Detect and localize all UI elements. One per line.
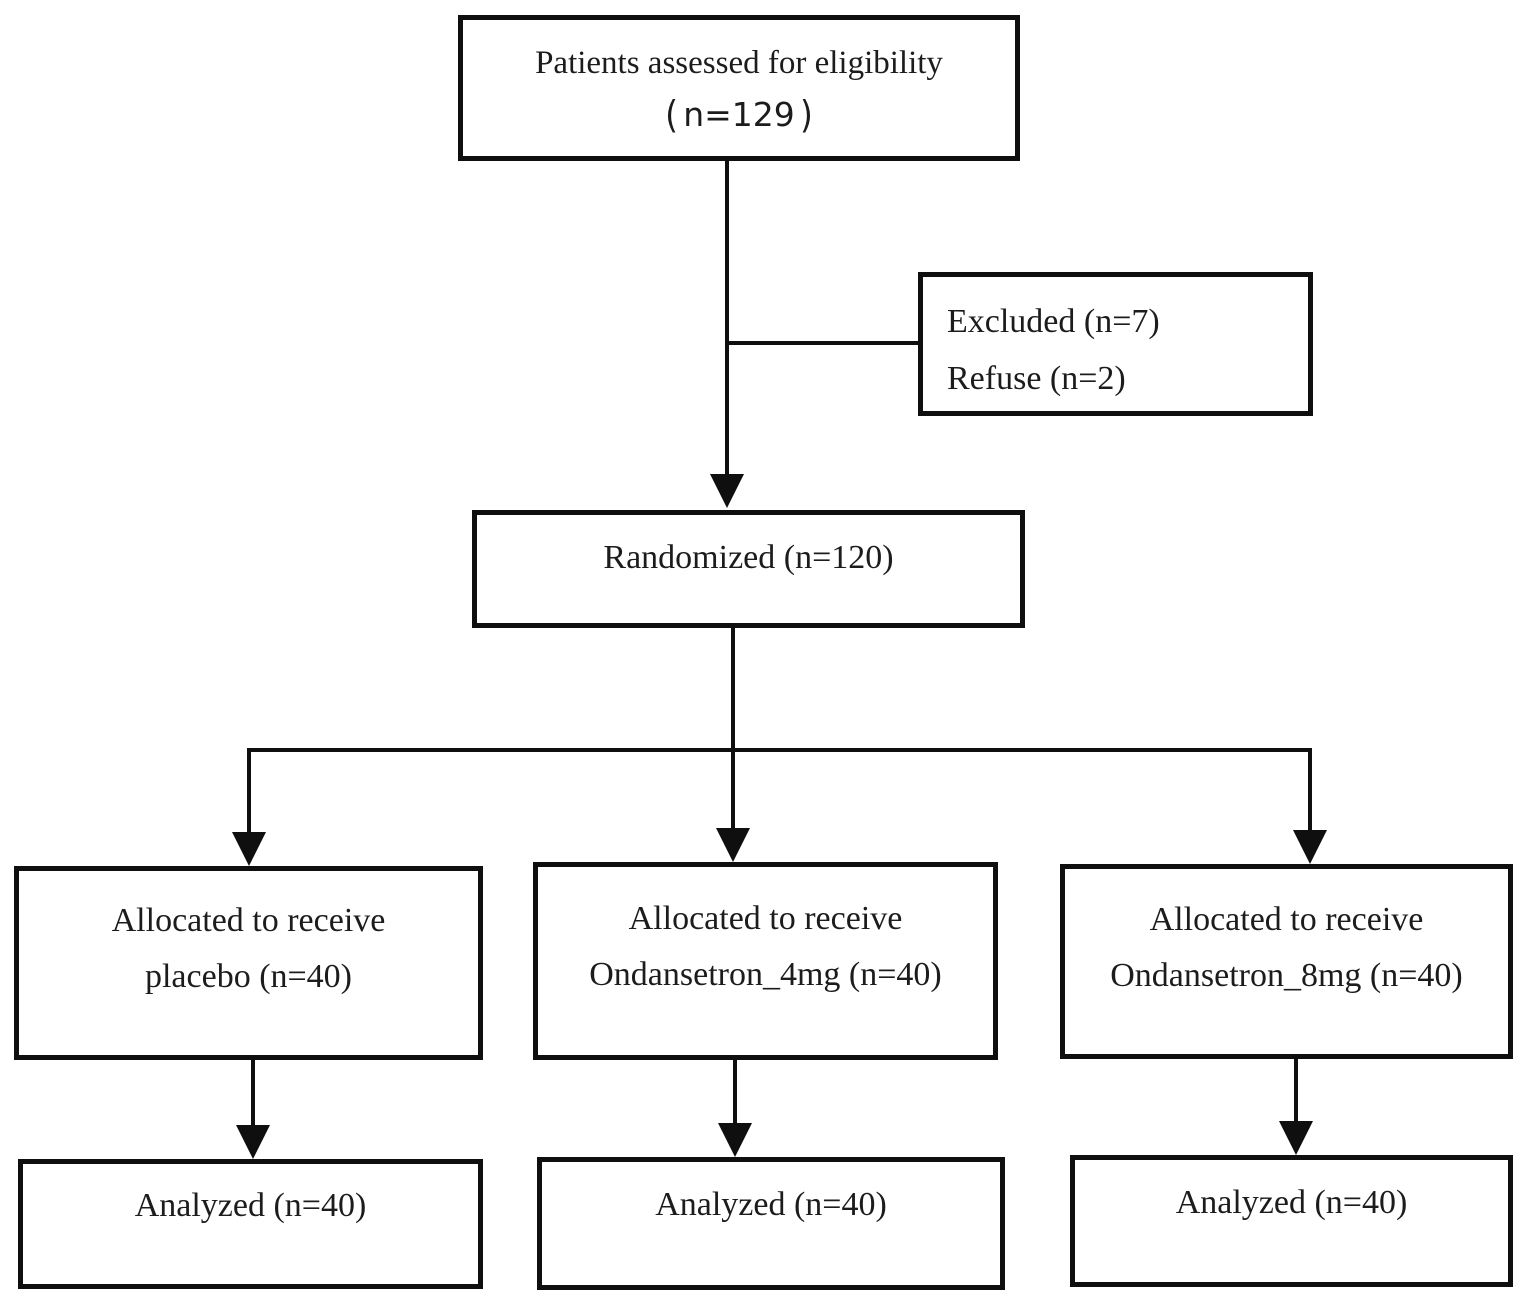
- eligibility-count: (n=129): [463, 88, 1015, 142]
- branch-line: [247, 748, 1312, 752]
- connector-eligibility-to-randomized: [725, 160, 729, 474]
- box-analyzed-ondansetron-4mg: Analyzed (n=40): [537, 1157, 1005, 1290]
- box-allocation-placebo: Allocated to receive placebo (n=40): [14, 866, 483, 1060]
- box-allocation-ondansetron-8mg: Allocated to receive Ondansetron_8mg (n=…: [1060, 864, 1513, 1059]
- randomized-label: Randomized (n=120): [603, 539, 894, 576]
- arrow-down-icon: [1293, 830, 1327, 864]
- box-analyzed-placebo: Analyzed (n=40): [18, 1159, 483, 1289]
- arrow-down-icon: [1279, 1121, 1313, 1155]
- analyzed-label: Analyzed (n=40): [1175, 1184, 1408, 1221]
- box-excluded: Excluded (n=7) Refuse (n=2): [918, 272, 1313, 416]
- connector-branch-to-placebo: [247, 748, 251, 832]
- allocation-label: Allocated to receive: [628, 900, 903, 937]
- arrow-down-icon: [710, 474, 744, 508]
- close-paren: ): [800, 92, 813, 137]
- box-allocation-ondansetron-4mg: Allocated to receive Ondansetron_4mg (n=…: [533, 862, 998, 1060]
- connector-ondansetron-4mg-to-analyzed: [733, 1060, 737, 1123]
- refuse-label: Refuse (n=2): [947, 360, 1126, 397]
- count-value: n=129: [683, 95, 795, 134]
- box-eligibility: Patients assessed for eligibility (n=129…: [458, 15, 1020, 161]
- open-paren: (: [665, 92, 678, 137]
- allocation-arm: Ondansetron_4mg (n=40): [589, 956, 942, 993]
- allocation-label: Allocated to receive: [1149, 901, 1424, 938]
- connector-placebo-to-analyzed: [251, 1060, 255, 1125]
- analyzed-label: Analyzed (n=40): [134, 1187, 367, 1224]
- connector-branch-to-ondansetron-4mg: [731, 748, 735, 828]
- allocation-arm: Ondansetron_8mg (n=40): [1110, 957, 1463, 994]
- arrow-down-icon: [716, 828, 750, 862]
- arrow-down-icon: [236, 1125, 270, 1159]
- allocation-arm: placebo (n=40): [144, 958, 353, 995]
- arrow-down-icon: [718, 1123, 752, 1157]
- connector-ondansetron-8mg-to-analyzed: [1294, 1059, 1298, 1121]
- eligibility-label: Patients assessed for eligibility: [535, 45, 943, 81]
- connector-randomized-to-branch: [731, 628, 735, 752]
- box-randomized: Randomized (n=120): [472, 510, 1025, 628]
- analyzed-label: Analyzed (n=40): [655, 1186, 887, 1223]
- allocation-label: Allocated to receive: [111, 902, 386, 939]
- box-analyzed-ondansetron-8mg: Analyzed (n=40): [1070, 1155, 1513, 1287]
- connector-branch-to-ondansetron-8mg: [1308, 748, 1312, 830]
- arrow-down-icon: [232, 832, 266, 866]
- connector-to-excluded: [725, 341, 918, 345]
- excluded-label: Excluded (n=7): [947, 303, 1160, 340]
